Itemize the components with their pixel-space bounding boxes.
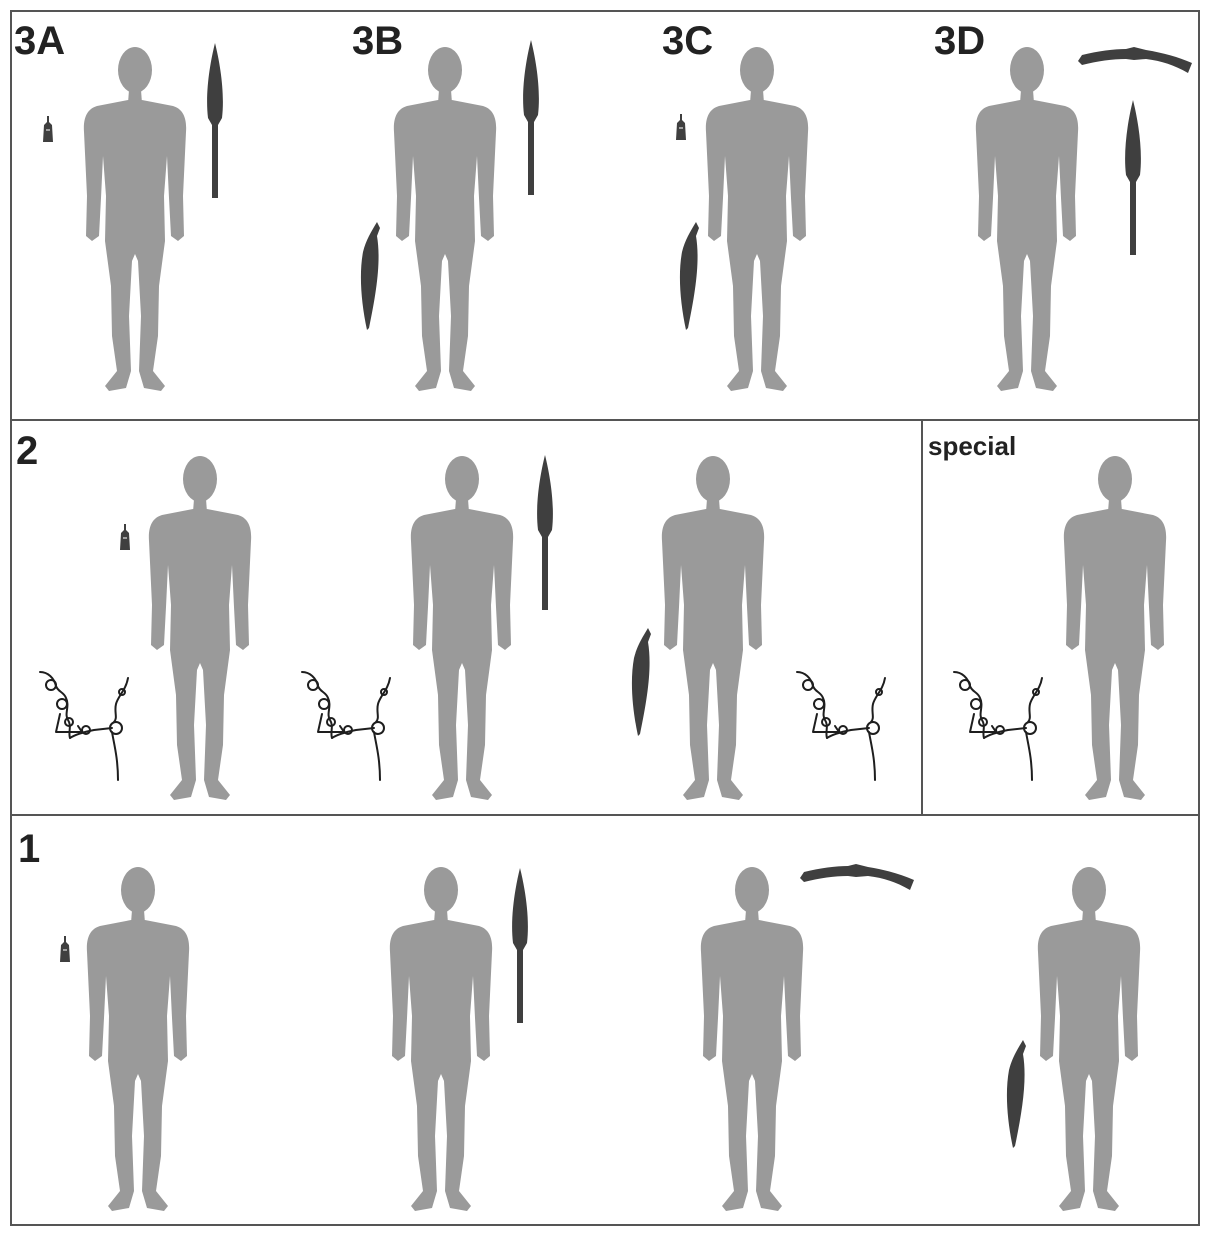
panel-1: 1 bbox=[18, 827, 1140, 1211]
curved-sword-icon bbox=[361, 222, 380, 330]
panel-3b: 3B bbox=[352, 19, 539, 391]
human-figure-icon bbox=[394, 47, 496, 391]
spear-icon bbox=[1125, 100, 1141, 255]
spear-icon bbox=[512, 868, 528, 1023]
curved-sword-icon bbox=[680, 222, 699, 330]
panel-label-2: 2 bbox=[16, 429, 38, 473]
human-figure-icon bbox=[1064, 456, 1166, 800]
panel-label-3a: 3A bbox=[14, 19, 65, 63]
human-figure-icon bbox=[662, 456, 764, 800]
panel-3d: 3D bbox=[934, 19, 1192, 391]
human-figure-icon bbox=[1038, 867, 1140, 1211]
small-knife-icon bbox=[60, 936, 70, 962]
panel-label-special: special bbox=[928, 431, 1016, 461]
spear-icon bbox=[207, 43, 223, 198]
panel-label-3c: 3C bbox=[662, 19, 713, 63]
bridle-icon bbox=[954, 672, 1042, 780]
curved-sword-icon bbox=[1007, 1040, 1026, 1148]
human-figure-icon bbox=[87, 867, 189, 1211]
bridle-icon bbox=[797, 672, 885, 780]
human-figure-icon bbox=[976, 47, 1078, 391]
small-knife-icon bbox=[120, 524, 130, 550]
human-figure-icon bbox=[390, 867, 492, 1211]
spear-icon bbox=[523, 40, 539, 195]
panel-label-3d: 3D bbox=[934, 19, 985, 63]
panel-3a: 3A bbox=[14, 19, 223, 391]
panel-2: 2 bbox=[16, 429, 885, 800]
panel-special: special bbox=[928, 431, 1166, 800]
small-knife-icon bbox=[43, 116, 53, 142]
curved-sword-icon bbox=[632, 628, 651, 736]
axe-icon bbox=[1078, 47, 1192, 73]
human-figure-icon bbox=[84, 47, 186, 391]
human-figure-icon bbox=[706, 47, 808, 391]
spear-icon bbox=[537, 455, 553, 610]
bridle-icon bbox=[40, 672, 128, 780]
bridle-icon bbox=[302, 672, 390, 780]
human-figure-icon bbox=[701, 867, 803, 1211]
small-knife-icon bbox=[676, 114, 686, 140]
panel-3c: 3C bbox=[662, 19, 808, 391]
panel-label-1: 1 bbox=[18, 827, 40, 871]
panel-label-3b: 3B bbox=[352, 19, 403, 63]
human-figure-icon bbox=[149, 456, 251, 800]
axe-icon bbox=[800, 864, 914, 890]
human-figure-icon bbox=[411, 456, 513, 800]
